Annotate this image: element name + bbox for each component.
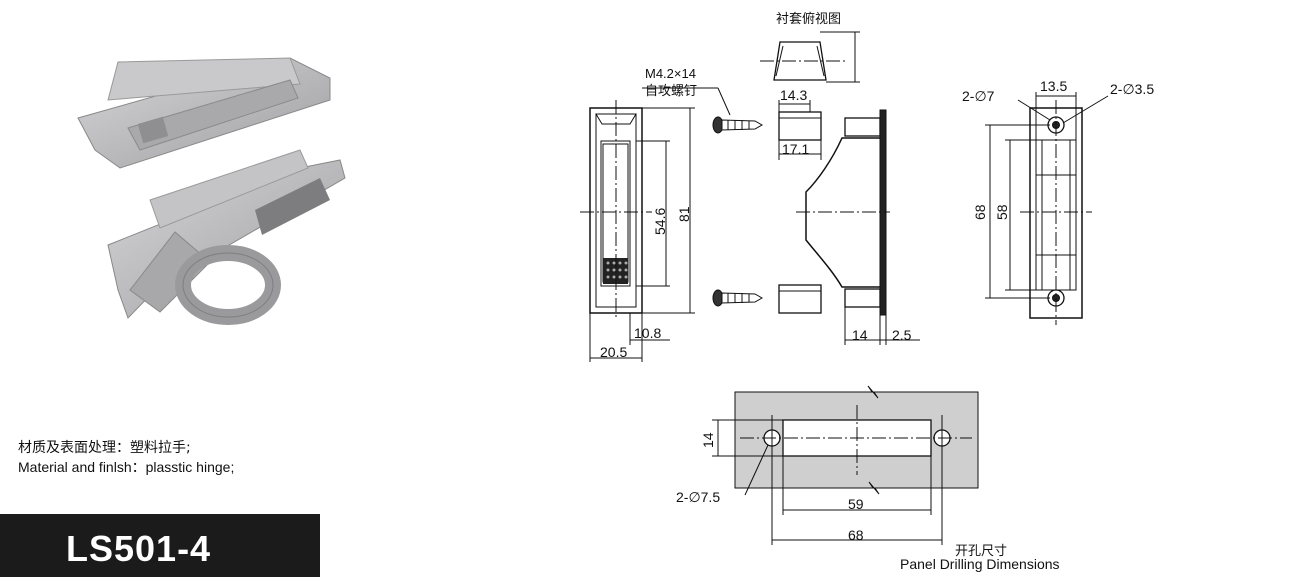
bushing-top-view-title: 衬套俯视图 — [776, 12, 842, 27]
dim-68-panel: 68 — [848, 527, 864, 543]
dim-58-back: 58 — [994, 204, 1010, 220]
front-view — [580, 100, 695, 362]
screw-name-label: 自攻螺钉 — [645, 84, 698, 99]
panel-view — [712, 385, 979, 545]
model-number: LS501-4 — [66, 528, 212, 569]
dim-54-6: 54.6 — [652, 207, 668, 235]
dim-17-1: 17.1 — [782, 141, 810, 157]
material-en: Material and finlsh：plasstic hinge; — [18, 459, 235, 475]
dim-20-5: 20.5 — [600, 344, 628, 360]
dim-2-phi3-5: 2-∅3.5 — [1110, 81, 1155, 97]
model-banner — [0, 514, 320, 577]
bushings — [760, 31, 860, 314]
dim-68-back: 68 — [972, 204, 988, 220]
material-cn: 材质及表面处理：塑料拉手; — [18, 440, 191, 456]
dim-14-side: 14 — [852, 327, 868, 343]
side-view — [796, 109, 920, 345]
back-view — [985, 92, 1109, 325]
dim-14-3: 14.3 — [780, 87, 808, 103]
dim-13-5: 13.5 — [1040, 78, 1068, 94]
screws — [642, 87, 764, 307]
panel-title-en: Panel Drilling Dimensions — [900, 556, 1060, 572]
dim-2-phi7-5: 2-∅7.5 — [676, 489, 721, 505]
dim-2-5: 2.5 — [892, 327, 912, 343]
dim-59: 59 — [848, 496, 864, 512]
dim-14-panel: 14 — [700, 432, 716, 448]
dim-10-8: 10.8 — [634, 325, 662, 341]
panel-title-cn: 开孔尺寸 — [955, 544, 1008, 559]
dim-81: 81 — [676, 206, 692, 222]
product-photo — [77, 57, 346, 325]
dim-2-phi7: 2-∅7 — [962, 88, 995, 104]
screw-spec-label: M4.2×14 — [645, 66, 696, 81]
